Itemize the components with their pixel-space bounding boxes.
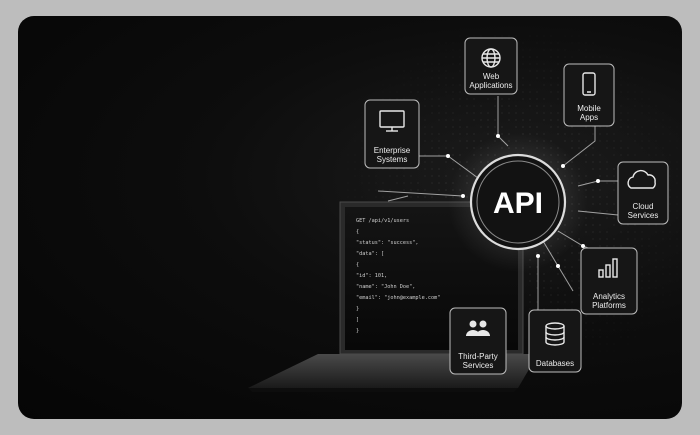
- illustration-svg: GET /api/v1/users{ "status": "success", …: [248, 37, 678, 392]
- node-label: Platforms: [592, 301, 626, 310]
- cloud-icon: [627, 169, 656, 189]
- api-illustration: GET /api/v1/users{ "status": "success", …: [18, 16, 682, 419]
- code-line: {: [356, 262, 359, 268]
- service-nodes: WebApplicationsMobileAppsEnterpriseSyste…: [364, 37, 669, 375]
- code-line: "status": "success",: [356, 240, 418, 246]
- monitor-icon: [379, 110, 405, 132]
- code-line: {: [356, 229, 359, 235]
- node-label: Applications: [469, 81, 512, 90]
- users-icon: [466, 320, 490, 336]
- code-line: "data": [: [356, 251, 384, 257]
- code-line: "id": 101,: [356, 273, 387, 279]
- node-label: Mobile: [577, 104, 601, 113]
- code-block: GET /api/v1/users{ "status": "success", …: [356, 218, 440, 334]
- node-card: [528, 309, 582, 373]
- node-label: Web: [483, 72, 500, 81]
- node-label: Analytics: [593, 292, 625, 301]
- hub-outer-ring: [469, 153, 567, 251]
- node-label: Systems: [377, 155, 408, 164]
- hub-label: API: [493, 187, 543, 220]
- database-icon: [545, 322, 565, 346]
- node-label: Services: [463, 361, 494, 370]
- node-label: Enterprise: [374, 146, 411, 155]
- node-card: [580, 247, 638, 315]
- bar-chart-icon: [598, 258, 618, 278]
- globe-icon: [481, 48, 501, 68]
- code-line: ]: [356, 317, 359, 323]
- code-line: }: [356, 328, 359, 334]
- node-label: Third-Party: [458, 352, 498, 361]
- laptop-edge: [248, 388, 518, 392]
- phone-icon: [582, 72, 596, 96]
- node-label: Databases: [536, 359, 574, 368]
- api-hub: API: [448, 132, 588, 272]
- node-label: Cloud: [633, 202, 654, 211]
- node-card: [449, 307, 507, 375]
- node-label: Apps: [580, 113, 598, 122]
- code-line: GET /api/v1/users: [356, 218, 409, 224]
- hub-inner-ring: [476, 160, 560, 244]
- code-line: "email": "john@example.com": [356, 295, 440, 301]
- node-label: Services: [628, 211, 659, 220]
- code-line: }: [356, 306, 359, 312]
- node-card: [464, 37, 518, 95]
- code-line: "name": "John Doe",: [356, 284, 415, 290]
- node-databases: Databases: [528, 309, 582, 373]
- node-card: [364, 99, 420, 169]
